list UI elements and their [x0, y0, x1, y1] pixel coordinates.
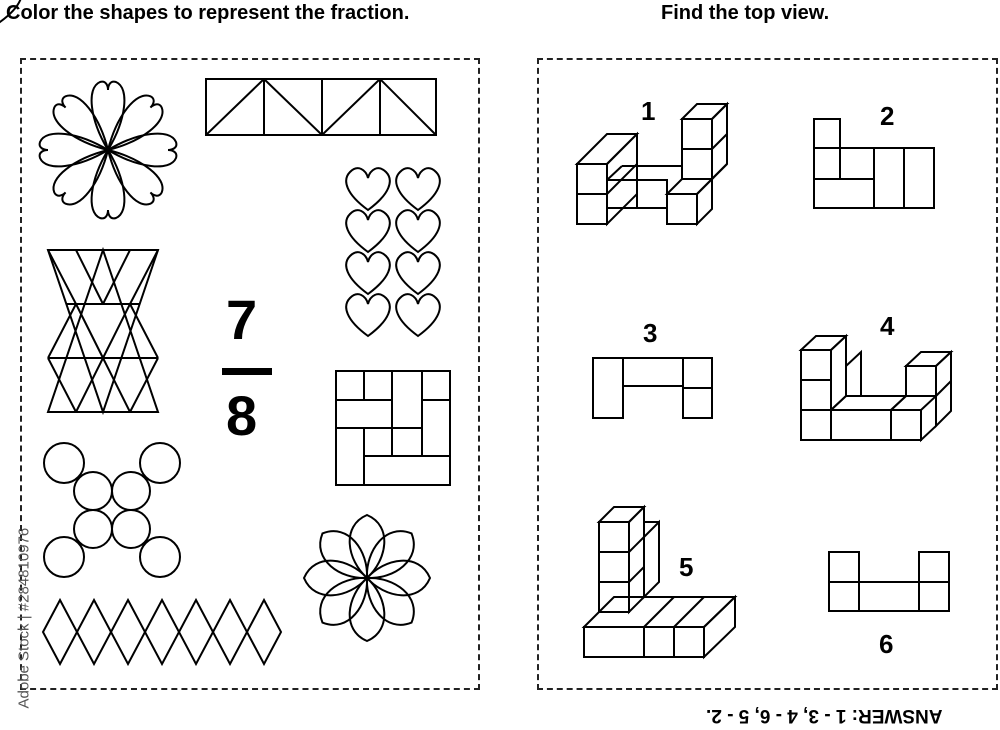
figure-number-4: 4	[880, 311, 895, 341]
upside-down-answer: ANSWER: 1 - 3, 4 - 6, 5 - 2.	[706, 705, 943, 726]
teardrop-flower-shape	[303, 513, 431, 642]
fraction-coloring-panel	[20, 58, 480, 690]
top-view-panel	[537, 58, 998, 690]
top-view-3	[592, 357, 713, 419]
figure-number-1: 1	[641, 96, 656, 126]
cube-figure-4	[798, 333, 954, 443]
cube-figure-5	[581, 504, 738, 660]
figure-number-6: 6	[879, 629, 894, 659]
triangle-hourglass-shape	[46, 246, 160, 416]
figure-number-3: 3	[643, 318, 658, 348]
top-view-2	[813, 118, 935, 209]
cube-figure-1	[574, 101, 730, 227]
right-instruction-title: Find the top view.	[661, 2, 830, 24]
diamonds-row-shape	[41, 597, 283, 667]
circles-x-shape	[43, 442, 181, 578]
fraction-numerator: 7	[226, 288, 258, 351]
left-instruction-title: Color the shapes to represent the fracti…	[6, 2, 410, 24]
top-view-6	[828, 551, 950, 612]
fraction-bar	[222, 368, 272, 375]
rectangle-puzzle-shape	[335, 370, 451, 486]
triangle-strip-shape	[205, 78, 437, 136]
fraction-denominator: 8	[226, 384, 258, 447]
figure-number-5: 5	[679, 552, 694, 582]
heart-flower-shape	[38, 80, 178, 220]
figure-number-2: 2	[880, 101, 895, 131]
stock-watermark-id: Adobe Stock | #284810976	[15, 527, 33, 709]
